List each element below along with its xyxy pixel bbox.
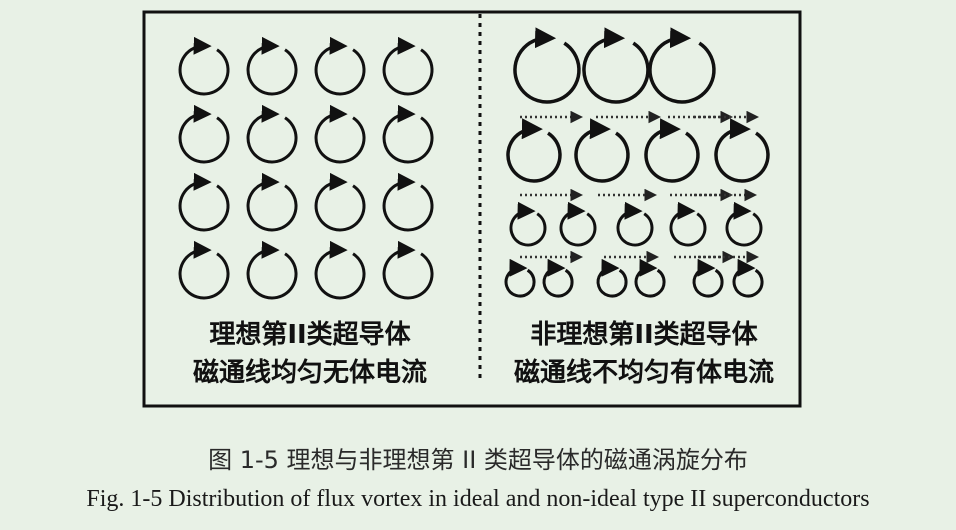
vortex-icon [574, 118, 630, 183]
vortex-icon [669, 201, 707, 247]
diagram-frame [142, 10, 802, 408]
vortex-icon [246, 240, 298, 300]
vortex-icon [582, 27, 650, 104]
vortex-icon [246, 172, 298, 232]
caption-chinese: 图 1-5 理想与非理想第 II 类超导体的磁通涡旋分布 [208, 446, 748, 474]
vortex-icon [616, 201, 654, 247]
vortex-icon [644, 118, 700, 183]
vortex-icon [634, 258, 666, 298]
vortex-icon [314, 104, 366, 164]
vortex-icon [382, 240, 434, 300]
left-vortex-grid [178, 36, 434, 300]
left-panel-label-line1: 理想第II类超导体 [209, 319, 411, 350]
vortex-icon [725, 201, 763, 247]
figure: 理想第II类超导体 磁通线均匀无体电流 非理想第II类超导体 磁通线不均匀有体电… [142, 10, 956, 430]
vortex-icon [732, 258, 764, 298]
vortex-icon [178, 240, 230, 300]
vortex-icon [714, 118, 770, 183]
vortex-icon [559, 201, 597, 247]
dotted-arrow-rows [520, 110, 759, 264]
vortex-icon [314, 36, 366, 96]
vortex-icon [506, 118, 562, 183]
vortex-icon [542, 258, 574, 298]
vortex-icon [596, 258, 628, 298]
vortex-icon [692, 258, 724, 298]
right-panel-label-line2: 磁通线不均匀有体电流 [514, 357, 774, 388]
left-panel-label-line2: 磁通线均匀无体电流 [193, 357, 427, 388]
flux-vortex-diagram: 理想第II类超导体 磁通线均匀无体电流 非理想第II类超导体 磁通线不均匀有体电… [142, 10, 802, 408]
vortex-icon [382, 36, 434, 96]
vortex-icon [246, 104, 298, 164]
vortex-icon [509, 201, 547, 247]
vortex-icon [178, 36, 230, 96]
vortex-icon [382, 104, 434, 164]
vortex-icon [513, 27, 581, 104]
vortex-icon [382, 172, 434, 232]
right-vortex-grid [504, 27, 770, 298]
vortex-icon [178, 104, 230, 164]
caption-english: Fig. 1-5 Distribution of flux vortex in … [86, 486, 870, 512]
vortex-icon [178, 172, 230, 232]
right-panel-label-line1: 非理想第II类超导体 [530, 319, 758, 350]
vortex-icon [314, 172, 366, 232]
vortex-icon [504, 258, 536, 298]
vortex-icon [314, 240, 366, 300]
vortex-icon [648, 27, 716, 104]
vortex-icon [246, 36, 298, 96]
